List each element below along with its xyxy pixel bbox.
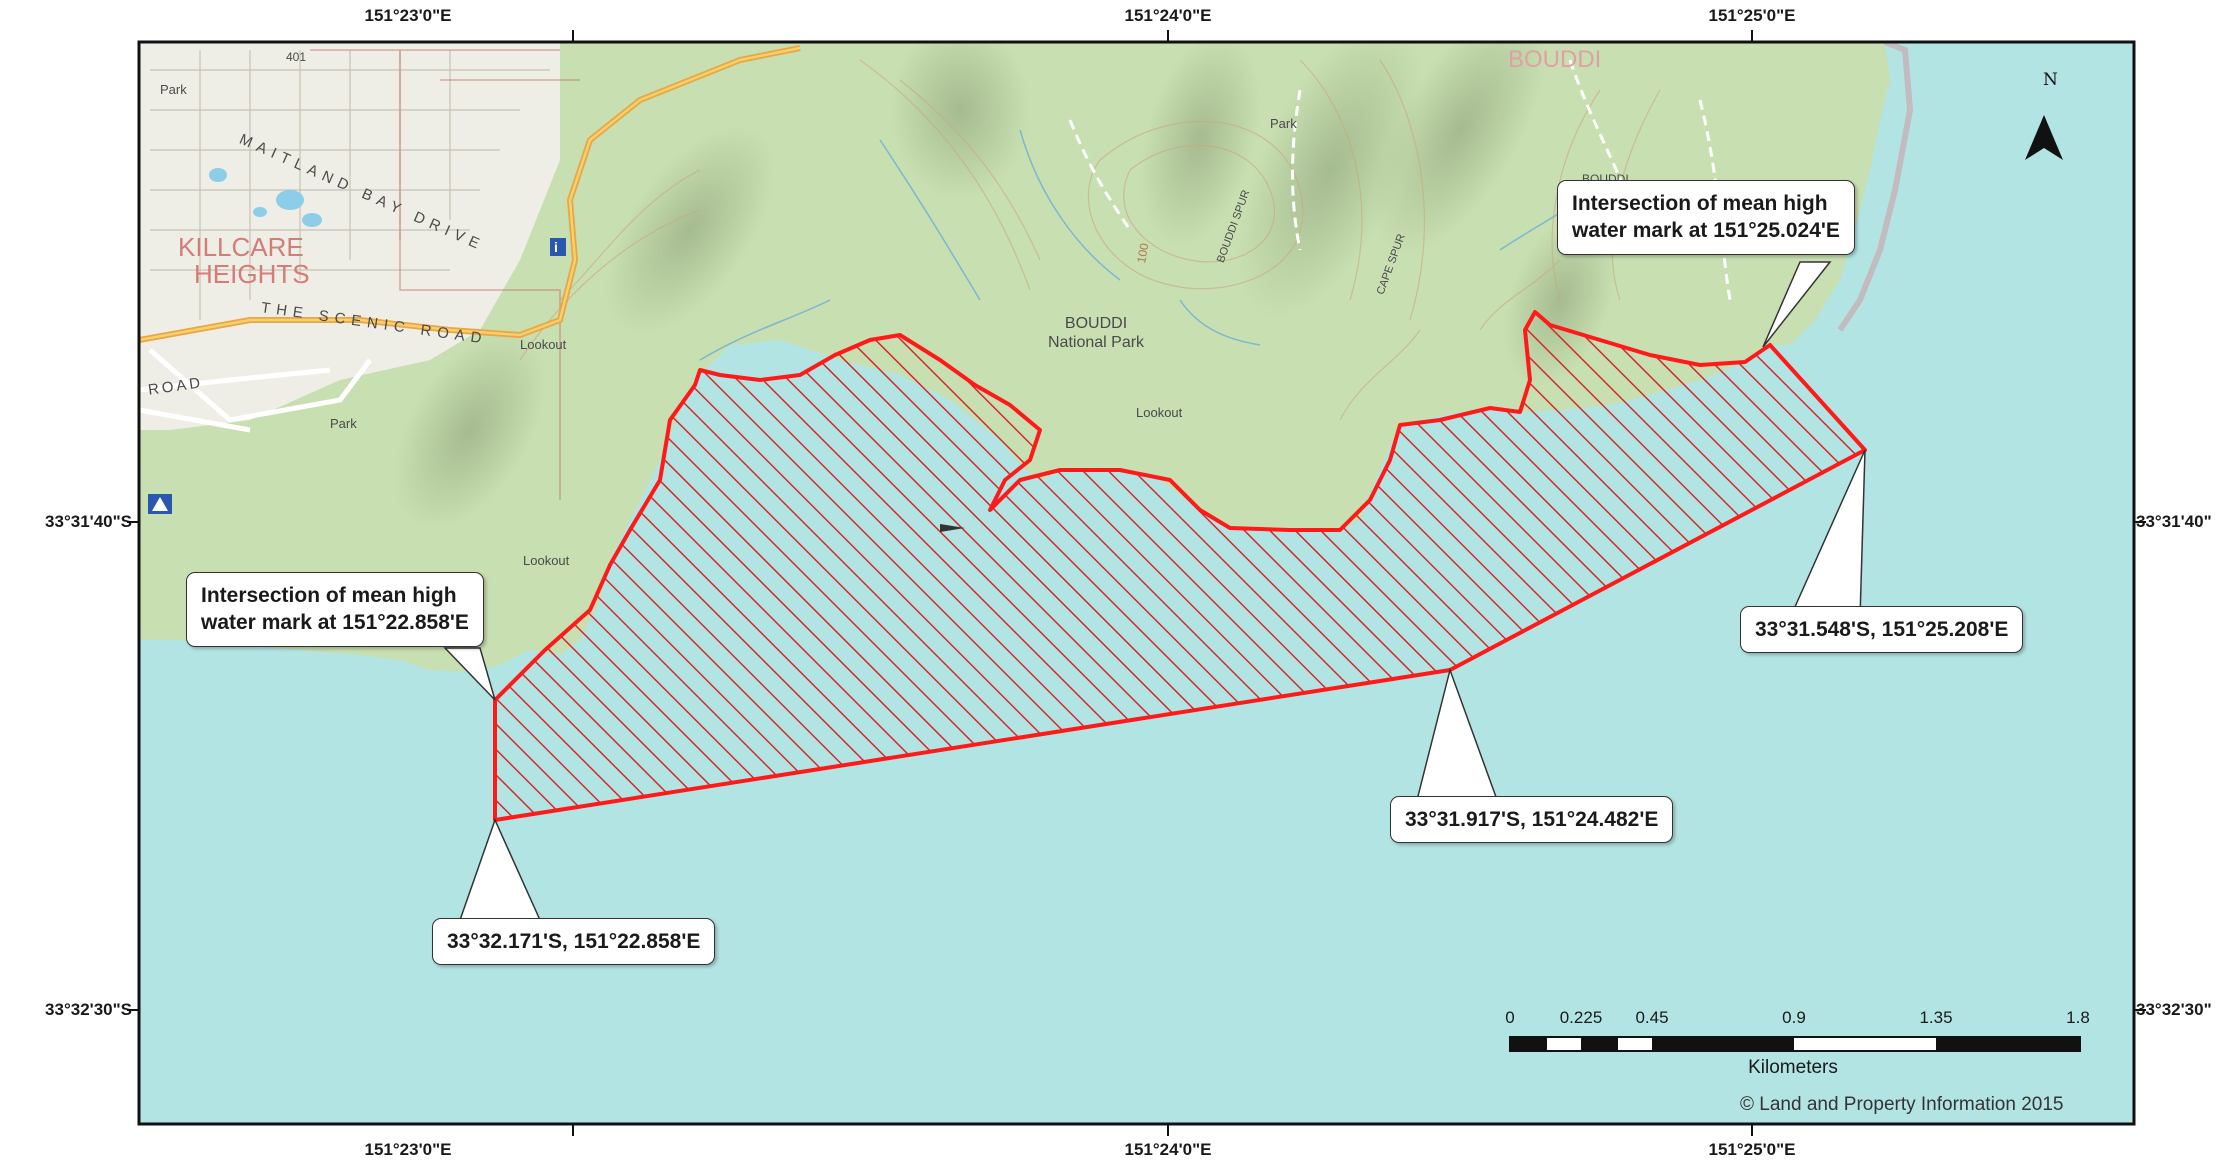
cadastral-lines: [310, 49, 580, 500]
park-label-2: Park: [1270, 116, 1297, 131]
graticule-ticks: [127, 30, 2146, 1136]
lon-label-bottom-3: 151°25'0"E: [1708, 1140, 1796, 1159]
park-label-line: National Park: [1048, 334, 1145, 352]
callout-east-vertex: 33°31.548'S, 151°25.208'E: [1740, 606, 2024, 654]
lat-label-right-1: 33°31'40": [2136, 512, 2212, 531]
callout-line: water mark at 151°25.024'E: [1572, 219, 1840, 243]
minor-roads: [139, 348, 372, 433]
urban-blocks: [150, 50, 550, 320]
callout-sw-vertex: 33°32.171'S, 151°22.858'E: [432, 918, 716, 966]
north-arrow-label: N: [2043, 70, 2058, 90]
callout-line: water mark at 151°22.858'E: [201, 611, 469, 635]
north-arrow-icon: [2025, 115, 2063, 160]
scale-tick-label: 0.9: [1782, 1008, 1806, 1027]
lookout-label-2: Lookout: [1136, 405, 1183, 420]
park-label-line: BOUDDI: [1064, 315, 1128, 332]
scale-bar: [1509, 1036, 2081, 1052]
place-label-bouddi: BOUDDI: [1508, 46, 1602, 73]
scale-tick-label: 1.35: [1919, 1008, 1953, 1027]
callout-mid-vertex: 33°31.917'S, 151°24.482'E: [1390, 796, 1674, 844]
callout-pointers: [443, 261, 1866, 921]
park-label-bouddi-np: BOUDDI National Park: [1048, 314, 1144, 352]
copyright-credit: © Land and Property Information 2015: [1740, 1094, 2064, 1115]
lookout-label-1: Lookout: [520, 337, 567, 352]
place-label-line: KILLCARE: [178, 232, 304, 262]
callout-line: Intersection of mean high: [201, 584, 457, 607]
lon-label-top-3: 151°25'0"E: [1708, 6, 1796, 25]
maitland-bay-drive-road-core: [139, 46, 801, 342]
scale-tick-label: 0.225: [1559, 1008, 1603, 1027]
map-frame: [137, 40, 2136, 1126]
lookout-label-3: Lookout: [523, 553, 570, 568]
lon-label-bottom-2: 151°24'0"E: [1124, 1140, 1212, 1159]
lon-label-top-1: 151°23'0"E: [364, 6, 452, 25]
ponds: [209, 168, 322, 227]
lat-label-right-2: 33°32'30": [2136, 1000, 2212, 1019]
lat-label-left-2: 33°32'30"S: [45, 1000, 132, 1019]
lat-label-left-1: 33°31'40"S: [45, 512, 132, 531]
streams: [699, 129, 1581, 361]
ridge-shade: [605, 125, 775, 335]
scale-tick-label: 0.45: [1635, 1008, 1669, 1027]
place-label-line: HEIGHTS: [194, 259, 310, 290]
ridge-shade: [1139, 42, 1261, 248]
scale-tick-label: 1.8: [2066, 1008, 2090, 1027]
campsite-icon-tent: [152, 497, 168, 511]
lon-label-top-2: 151°24'0"E: [1124, 6, 1212, 25]
ridge-shade: [394, 330, 546, 530]
ridge-shade: [890, 42, 1030, 200]
ridge-shade: [1237, 42, 1423, 318]
scale-tick-label: 0: [1505, 1008, 1515, 1027]
park-label-3: Park: [330, 416, 357, 431]
park-label-1: Park: [160, 82, 187, 97]
lon-label-bottom-1: 151°23'0"E: [364, 1140, 452, 1159]
callout-mhwm-east: Intersection of mean high water mark at …: [1557, 180, 1855, 255]
info-icon-glyph: i: [554, 239, 558, 255]
place-label-killcare: KILLCARE HEIGHTS: [178, 232, 310, 290]
shipwreck-icon: [940, 524, 965, 532]
protected-zone-polygon[interactable]: [493, 310, 1867, 822]
elevation-label-401: 401: [286, 50, 307, 64]
callout-line: Intersection of mean high: [1572, 192, 1828, 215]
ridge-shade: [1372, 42, 1548, 255]
scale-units-label: Kilometers: [1748, 1057, 1838, 1078]
info-icon: [550, 238, 566, 256]
callout-mhwm-west: Intersection of mean high water mark at …: [186, 572, 484, 647]
east-shoreline: [1837, 42, 1914, 332]
